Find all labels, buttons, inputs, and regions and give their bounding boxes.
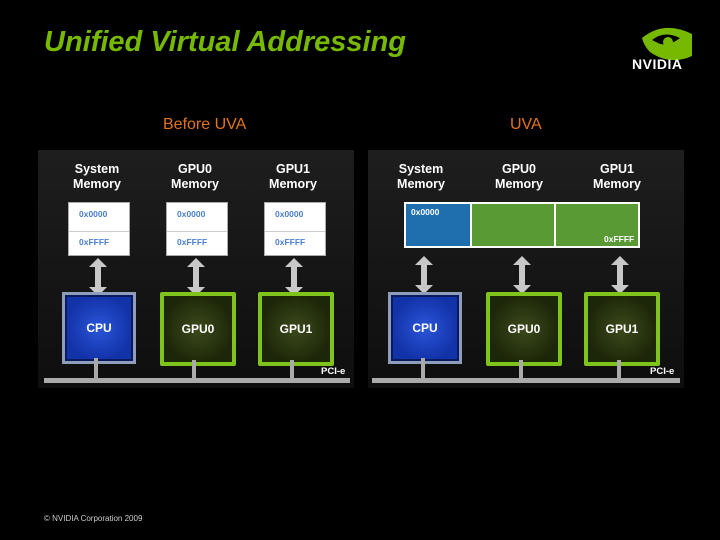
system-memory-box: 0x0000 0xFFFF [68, 202, 130, 256]
double-arrow-icon [187, 258, 205, 296]
bus-connector [192, 360, 196, 378]
nvidia-logo-icon [642, 27, 692, 61]
address-end: 0xFFFF [79, 237, 110, 247]
gpu1-memory-box: 0x0000 0xFFFF [264, 202, 326, 256]
address-end: 0xFFFF [177, 237, 208, 247]
cpu-chip: CPU [62, 292, 136, 364]
address-start: 0x0000 [411, 207, 440, 217]
address-start: 0x0000 [275, 209, 304, 219]
uva-caption: UVA [510, 116, 542, 133]
gpu0-chip: GPU0 [160, 292, 236, 366]
double-arrow-icon [415, 256, 433, 294]
address-end: 0xFFFF [604, 234, 635, 244]
double-arrow-icon [513, 256, 531, 294]
slide-title: Unified Virtual Addressing [44, 26, 407, 58]
cpu-chip: CPU [388, 292, 462, 364]
address-start: 0x0000 [177, 209, 206, 219]
uva-system-segment [406, 204, 470, 246]
uva-gpu1-segment [556, 204, 638, 246]
pcie-bus [44, 378, 350, 383]
address-end: 0xFFFF [275, 237, 306, 247]
uva-gpu0-segment [472, 204, 554, 246]
before-uva-caption: Before UVA [163, 116, 247, 133]
double-arrow-icon [285, 258, 303, 296]
gpu0-chip: GPU0 [486, 292, 562, 366]
gpu1-chip: GPU1 [584, 292, 660, 366]
gpu1-chip: GPU1 [258, 292, 334, 366]
address-start: 0x0000 [79, 209, 108, 219]
bus-connector [421, 358, 425, 378]
nvidia-logo-text: NVIDIA [632, 56, 683, 72]
double-arrow-icon [611, 256, 629, 294]
bus-connector [519, 360, 523, 378]
copyright-footer: © NVIDIA Corporation 2009 [44, 514, 143, 523]
bus-connector [617, 360, 621, 378]
pcie-bus [372, 378, 680, 383]
double-arrow-icon [89, 258, 107, 296]
unified-address-space: 0x0000 [404, 202, 640, 248]
pcie-label: PCI-e [650, 366, 675, 377]
bus-connector [94, 358, 98, 378]
pcie-label: PCI-e [321, 366, 346, 377]
gpu0-memory-box: 0x0000 0xFFFF [166, 202, 228, 256]
bus-connector [290, 360, 294, 378]
